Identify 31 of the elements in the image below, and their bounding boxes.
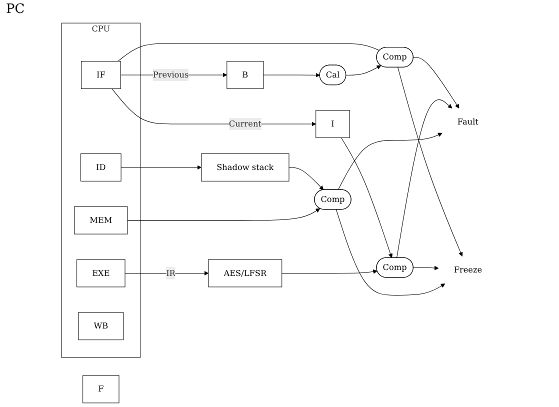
node-box: WB [78, 312, 124, 340]
connector [118, 43, 380, 62]
arrow [336, 209, 446, 296]
node-box: IF [80, 60, 121, 89]
edge-label: Previous [152, 70, 189, 80]
arrow [124, 270, 209, 276]
arrow [340, 138, 393, 258]
node-box: AES/LFSR [208, 259, 282, 288]
edge-label: IR [166, 268, 176, 278]
arrow [288, 167, 324, 190]
arrow [127, 208, 320, 221]
node-box: Shadow stack [201, 153, 290, 182]
arrow [413, 266, 439, 270]
signal-label: PC [6, 2, 25, 17]
arrow [398, 67, 463, 256]
arrow [413, 57, 460, 108]
node-box: EXE [76, 259, 126, 288]
arrow [120, 165, 202, 170]
arrow [396, 99, 452, 258]
arrow [346, 65, 382, 76]
node-text: Freeze [454, 264, 482, 275]
edge-label: Current [228, 118, 262, 129]
node-box: MEM [74, 206, 128, 234]
node-box: B [226, 60, 264, 89]
node-box: F [82, 375, 120, 404]
node-box: I [316, 110, 350, 138]
node-text: Fault [457, 116, 478, 127]
arrow [263, 72, 320, 78]
node-box: ID [80, 153, 122, 182]
arrow [282, 269, 378, 274]
arrow [338, 132, 442, 190]
